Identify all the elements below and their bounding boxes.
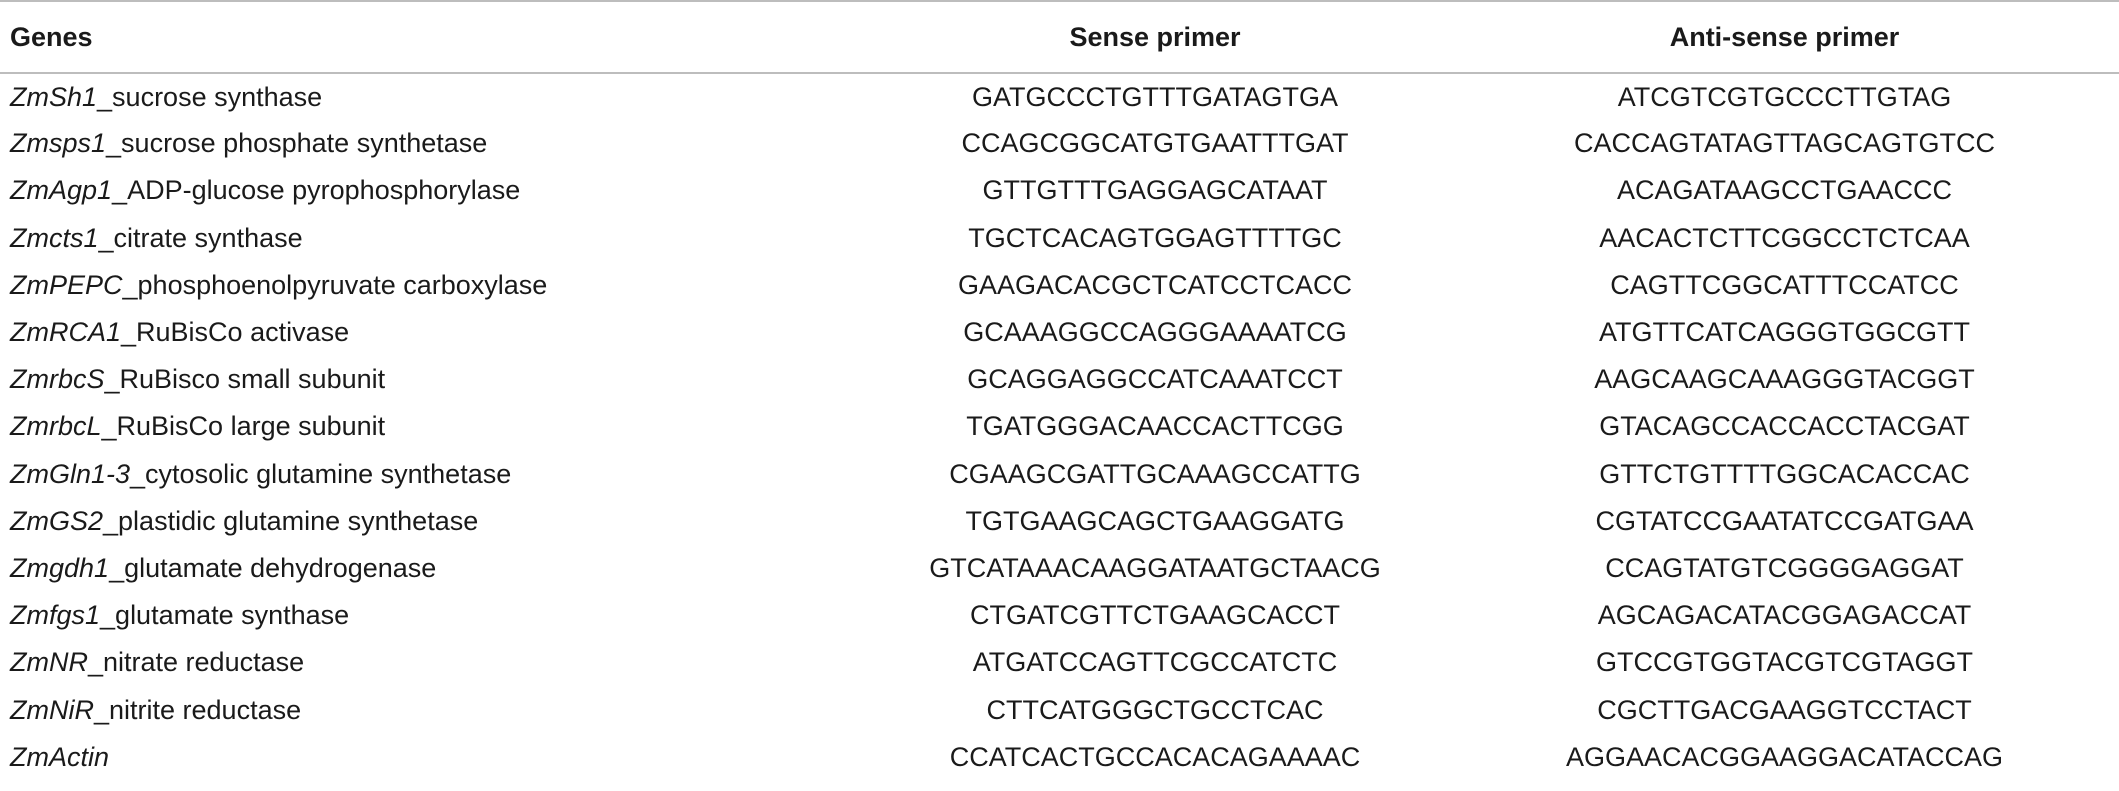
sense-primer-cell: CTGATCGTTCTGAAGCACCT	[970, 600, 1340, 631]
gene-description: _cytosolic glutamine synthetase	[130, 458, 512, 489]
sense-primer-cell: TGATGGGACAACCACTTCGG	[966, 411, 1344, 442]
antisense-primer-cell: CAGTTCGGCATTTCCATCC	[1610, 269, 1959, 300]
antisense-primer-cell: CCAGTATGTCGGGGAGGAT	[1605, 552, 1964, 583]
gene-description: _plastidic glutamine synthetase	[103, 505, 479, 536]
sense-primer-cell: TGTGAAGCAGCTGAAGGATG	[965, 505, 1345, 536]
table-row: Zmfgs1_glutamate synthase CTGATCGTTCTGAAG…	[0, 592, 2119, 639]
gene-description: _phosphoenolpyruvate carboxylase	[122, 269, 548, 300]
gene-cell: ZmNR_nitrate reductase	[0, 639, 820, 686]
gene-symbol: ZmGS2	[10, 505, 104, 536]
table-row: ZmNR_nitrate reductase ATGATCCAGTTCGCCATC…	[0, 639, 2119, 686]
gene-description: _nitrite reductase	[93, 694, 302, 725]
table-row: ZmrbcS_RuBisco small subunit GCAGGAGGCCAT…	[0, 356, 2119, 403]
header-row: Genes Sense primer Anti-sense primer	[0, 0, 2119, 74]
gene-cell: ZmGS2_plastidic glutamine synthetase	[0, 498, 820, 545]
sense-primer-cell: GCAAAGGCCAGGGAAAATCG	[963, 317, 1347, 348]
gene-symbol: Zmcts1	[10, 222, 99, 253]
antisense-primer-cell: ATCGTCGTGCCCTTGTAG	[1617, 81, 1952, 112]
gene-symbol: ZmRCA1	[10, 317, 122, 348]
gene-description: _RuBisCo activase	[121, 317, 350, 348]
antisense-primer-cell: AACACTCTTCGGCCTCTCAA	[1599, 222, 1970, 253]
gene-symbol: Zmgdh1	[10, 552, 110, 583]
gene-cell: ZmActin	[0, 734, 820, 781]
antisense-primer-cell: GTACAGCCACCACCTACGAT	[1599, 411, 1970, 442]
gene-description: _sucrose synthase	[97, 81, 323, 112]
gene-description: _RuBisCo large subunit	[101, 411, 386, 442]
gene-description: _nitrate reductase	[87, 647, 305, 678]
gene-cell: ZmNiR_nitrite reductase	[0, 686, 820, 733]
gene-cell: ZmRCA1_RuBisCo activase	[0, 309, 820, 356]
gene-symbol: Zmsps1	[10, 128, 107, 159]
table-row: ZmSh1_sucrose synthase GATGCCCTGTTTGATAGT…	[0, 73, 2119, 120]
column-header-genes: Genes	[0, 0, 820, 74]
sense-primer-cell: CCATCACTGCCACACAGAAAAC	[949, 741, 1361, 772]
table-row: ZmActin CCATCACTGCCACACAGAAAAC AGGAACACGGA…	[0, 734, 2119, 781]
antisense-primer-cell: GTCCGTGGTACGTCGTAGGT	[1596, 647, 1973, 678]
antisense-primer-cell: AGCAGACATACGGAGACCAT	[1597, 600, 1972, 631]
table-body: ZmSh1_sucrose synthase GATGCCCTGTTTGATAGT…	[0, 73, 2119, 781]
table-row: ZmAgp1_ADP-glucose pyrophosphorylase GTTG…	[0, 167, 2119, 214]
table-row: ZmRCA1_RuBisCo activase GCAAAGGCCAGGGAAAA…	[0, 309, 2119, 356]
gene-description: _ADP-glucose pyrophosphorylase	[112, 175, 521, 206]
table-row: ZmrbcL_RuBisCo large subunit TGATGGGACAAC…	[0, 403, 2119, 450]
gene-symbol: ZmActin	[10, 741, 110, 772]
sense-primer-cell: GTTGTTTGAGGAGCATAAT	[982, 175, 1328, 206]
sense-primer-cell: CCAGCGGCATGTGAATTTGAT	[961, 128, 1349, 159]
antisense-primer-cell: GTTCTGTTTTGGCACACCAC	[1599, 458, 1970, 489]
gene-cell: ZmrbcL_RuBisCo large subunit	[0, 403, 820, 450]
gene-symbol: ZmSh1	[10, 81, 98, 112]
antisense-primer-cell: ACAGATAAGCCTGAACCC	[1616, 175, 1953, 206]
gene-cell: ZmPEPC_phosphoenolpyruvate carboxylase	[0, 262, 820, 309]
gene-symbol: ZmPEPC	[10, 269, 123, 300]
gene-cell: ZmrbcS_RuBisco small subunit	[0, 356, 820, 403]
gene-symbol: ZmrbcS	[10, 364, 105, 395]
sense-primer-cell: CTTCATGGGCTGCCTCAC	[986, 694, 1324, 725]
table-row: ZmNiR_nitrite reductase CTTCATGGGCTGCCTCA…	[0, 686, 2119, 733]
gene-cell: ZmSh1_sucrose synthase	[0, 73, 820, 120]
table-header: Genes Sense primer Anti-sense primer	[0, 0, 2119, 74]
gene-cell: ZmAgp1_ADP-glucose pyrophosphorylase	[0, 167, 820, 214]
antisense-primer-cell: ATGTTCATCAGGGTGGCGTT	[1599, 317, 1970, 348]
table-row: ZmGS2_plastidic glutamine synthetase TGTG…	[0, 498, 2119, 545]
gene-symbol: ZmNiR	[10, 694, 94, 725]
sense-primer-cell: TGCTCACAGTGGAGTTTTGC	[968, 222, 1342, 253]
gene-symbol: ZmAgp1	[10, 175, 113, 206]
gene-description: _sucrose phosphate synthetase	[106, 128, 488, 159]
table-row: Zmsps1_sucrose phosphate synthetase CCAGC…	[0, 120, 2119, 167]
gene-description: _glutamate dehydrogenase	[109, 552, 437, 583]
sense-primer-cell: CGAAGCGATTGCAAAGCCATTG	[949, 458, 1361, 489]
table-row: Zmcts1_citrate synthase TGCTCACAGTGGAGTTT…	[0, 215, 2119, 262]
gene-symbol: Zmfgs1	[10, 600, 101, 631]
gene-cell: Zmsps1_sucrose phosphate synthetase	[0, 120, 820, 167]
sense-primer-cell: GATGCCCTGTTTGATAGTGA	[972, 81, 1338, 112]
antisense-primer-cell: CACCAGTATAGTTAGCAGTGTCC	[1574, 128, 1995, 159]
antisense-primer-cell: CGCTTGACGAAGGTCCTACT	[1597, 694, 1972, 725]
sense-primer-cell: GTCATAAACAAGGATAATGCTAACG	[929, 552, 1381, 583]
column-header-sense-primer: Sense primer	[820, 0, 1450, 74]
table-row: ZmGln1-3_cytosolic glutamine synthetase C…	[0, 451, 2119, 498]
sense-primer-cell: ATGATCCAGTTCGCCATCTC	[972, 647, 1338, 678]
gene-symbol: ZmrbcL	[10, 411, 102, 442]
antisense-primer-cell: AGGAACACGGAAGGACATACCAG	[1565, 741, 2004, 772]
table-row: Zmgdh1_glutamate dehydrogenase GTCATAAACA…	[0, 545, 2119, 592]
gene-description: _citrate synthase	[98, 222, 303, 253]
gene-symbol: ZmGln1-3	[10, 458, 131, 489]
antisense-primer-cell: CGTATCCGAATATCCGATGAA	[1595, 505, 1974, 536]
gene-cell: ZmGln1-3_cytosolic glutamine synthetase	[0, 451, 820, 498]
column-header-antisense-primer: Anti-sense primer	[1450, 0, 2119, 74]
antisense-primer-cell: AAGCAAGCAAAGGGTACGGT	[1594, 364, 1975, 395]
gene-description: _glutamate synthase	[100, 600, 350, 631]
sense-primer-cell: GCAGGAGGCCATCAAATCCT	[967, 364, 1343, 395]
gene-description: _RuBisco small subunit	[104, 364, 386, 395]
gene-cell: Zmgdh1_glutamate dehydrogenase	[0, 545, 820, 592]
table-row: ZmPEPC_phosphoenolpyruvate carboxylase GA…	[0, 262, 2119, 309]
gene-cell: Zmcts1_citrate synthase	[0, 215, 820, 262]
gene-cell: Zmfgs1_glutamate synthase	[0, 592, 820, 639]
gene-symbol: ZmNR	[10, 647, 88, 678]
sense-primer-cell: GAAGACACGCTCATCCTCACC	[957, 269, 1353, 300]
